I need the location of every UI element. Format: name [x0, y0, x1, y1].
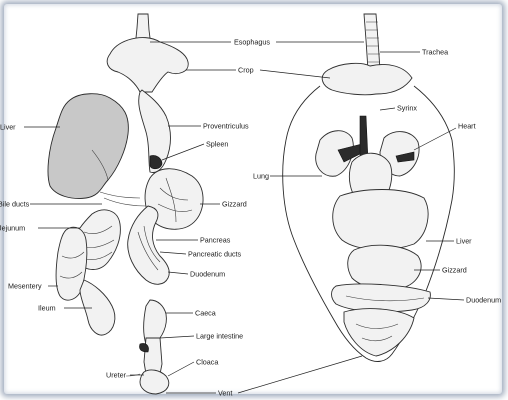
- label-jejunum: Jejunum: [0, 224, 25, 233]
- cloaca-drawing: [140, 370, 169, 394]
- label-caeca: Caeca: [195, 309, 216, 318]
- label-large-intestine: Large intestine: [196, 332, 243, 341]
- label-heart: Heart: [458, 122, 476, 131]
- label-duodenum-right: Duodenum: [466, 296, 501, 305]
- caeca-drawing: [144, 300, 167, 344]
- label-syrinx: Syrinx: [397, 104, 417, 113]
- label-pancreatic-ducts: Pancreatic ducts: [188, 250, 242, 259]
- label-crop: Crop: [238, 66, 254, 75]
- label-ureter: Ureter: [106, 371, 127, 380]
- crop-drawing: [107, 38, 188, 92]
- label-duodenum-left: Duodenum: [190, 270, 225, 279]
- large-intestine-drawing: [144, 338, 162, 374]
- label-gizzard-left: Gizzard: [222, 200, 247, 209]
- label-bile-ducts: Bile ducts: [0, 200, 30, 209]
- label-lung: Lung: [253, 172, 269, 181]
- esophagus-drawing: [136, 14, 150, 39]
- label-proventriculus: Proventriculus: [203, 122, 249, 131]
- label-vent: Vent: [218, 389, 232, 398]
- label-pancreas: Pancreas: [200, 236, 231, 245]
- ileum-drawing: [80, 280, 115, 335]
- label-esophagus: Esophagus: [234, 38, 270, 47]
- label-ileum: Ileum: [38, 304, 56, 313]
- right-body-drawing: [283, 14, 455, 361]
- label-mesentery: Mesentery: [8, 282, 42, 291]
- label-liver-left: Liver: [0, 123, 16, 132]
- label-trachea: Trachea: [422, 48, 448, 57]
- label-spleen: Spleen: [206, 140, 228, 149]
- label-gizzard-right: Gizzard: [442, 266, 467, 275]
- label-cloaca: Cloaca: [196, 358, 218, 367]
- label-liver-right: Liver: [456, 237, 472, 246]
- liver-drawing: [48, 94, 128, 199]
